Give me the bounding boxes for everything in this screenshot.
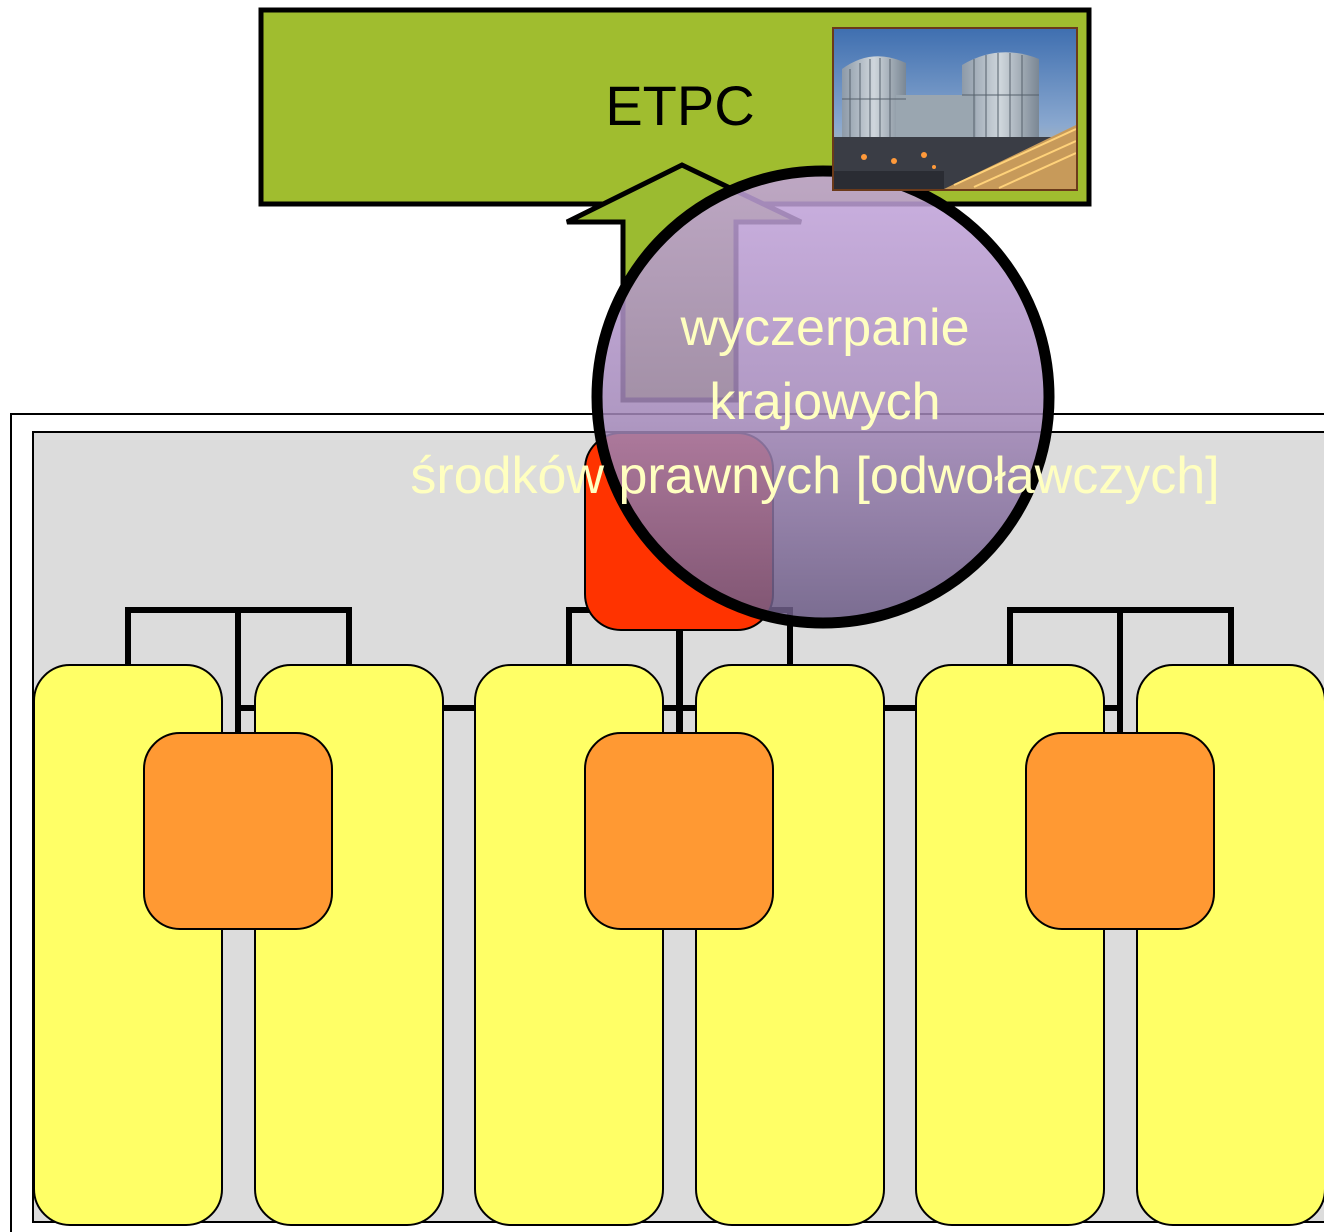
middle-node xyxy=(1025,732,1215,930)
middle-node xyxy=(584,732,774,930)
middle-level-nodes xyxy=(143,732,1215,930)
note-line-3: środków prawnych [odwoławczych] xyxy=(410,447,1220,505)
note-circle xyxy=(591,165,1055,629)
note-line-2: krajowych xyxy=(709,373,941,431)
note-line-1: wyczerpanie xyxy=(680,299,970,357)
etpc-label: ETPC xyxy=(605,74,755,137)
middle-node xyxy=(143,732,333,930)
court-building-photo xyxy=(832,27,1078,191)
